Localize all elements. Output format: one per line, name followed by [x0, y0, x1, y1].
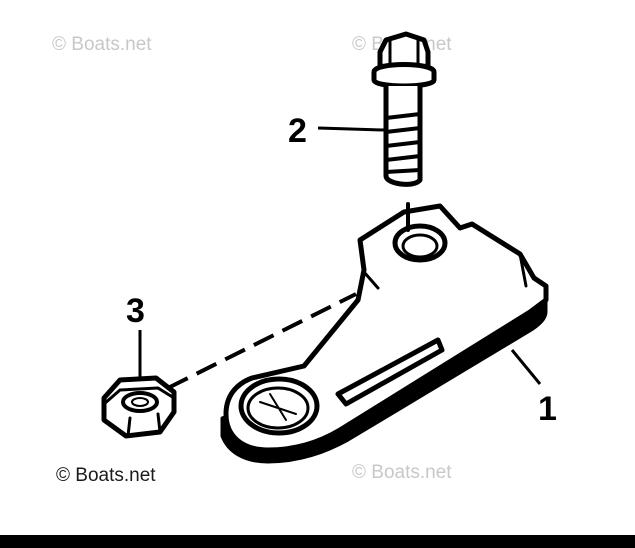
bottom-border [0, 535, 635, 548]
bracket-part [220, 203, 549, 464]
nut-part [101, 375, 177, 439]
callout-3: 3 [126, 292, 145, 330]
copyright-credit: © Boats.net [56, 465, 156, 486]
watermark-top-left: © Boats.net [52, 34, 152, 55]
leader-line-bolt [317, 126, 385, 132]
callout-1: 1 [538, 390, 557, 428]
assembly-dashed-line [167, 292, 357, 390]
callout-2: 2 [288, 112, 307, 150]
leader-line-bracket [510, 349, 542, 385]
watermark-bottom-right: © Boats.net [352, 462, 452, 483]
bolt-part [371, 31, 437, 232]
